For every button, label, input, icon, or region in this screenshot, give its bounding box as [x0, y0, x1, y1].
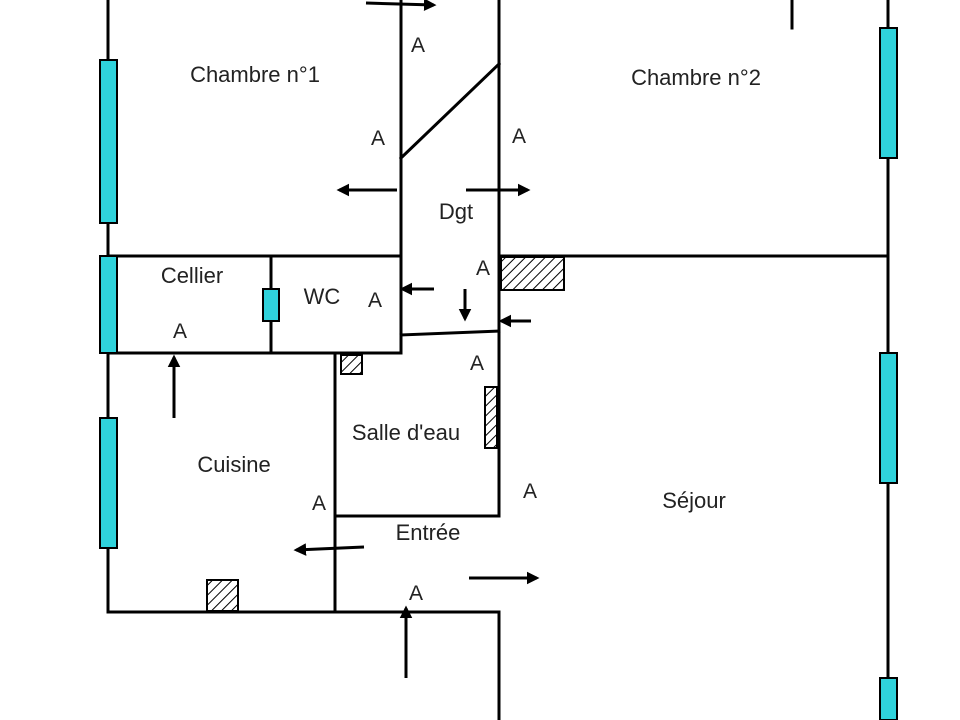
a-marker: A: [476, 257, 490, 280]
window-sejour-1: [879, 352, 898, 484]
ducts: [206, 256, 565, 612]
a-marker: A: [368, 289, 382, 312]
duct-salle-eau-top: [340, 354, 363, 375]
arrows: [167, 0, 540, 678]
room-label-cellier: Cellier: [161, 263, 223, 288]
window-sejour-2: [879, 677, 898, 720]
window-cellier: [99, 255, 118, 354]
window-cuisine: [99, 417, 118, 549]
a-marker: A: [409, 582, 423, 605]
room-labels: Chambre n°1 Chambre n°2 Dgt Cellier WC S…: [161, 62, 761, 545]
a-markers: A A A A A A A A A A: [173, 34, 537, 605]
room-label-wc: WC: [304, 284, 341, 309]
duct-salle-eau-wall: [484, 386, 498, 449]
duct-cuisine: [206, 579, 239, 612]
room-label-chambre2: Chambre n°2: [631, 65, 761, 90]
a-marker: A: [371, 127, 385, 150]
a-marker: A: [512, 125, 526, 148]
a-marker: A: [523, 480, 537, 503]
wall-dgt-south: [399, 329, 501, 337]
room-label-chambre1: Chambre n°1: [190, 62, 320, 87]
windows: [99, 27, 898, 720]
a-marker: A: [411, 34, 425, 57]
room-label-sejour: Séjour: [662, 488, 726, 513]
room-label-salle-eau: Salle d'eau: [352, 420, 460, 445]
room-label-cuisine: Cuisine: [197, 452, 270, 477]
window-wc: [262, 288, 280, 322]
room-label-dgt: Dgt: [439, 199, 473, 224]
wall-corridor-diagonal: [398, 61, 502, 161]
a-marker: A: [173, 320, 187, 343]
room-label-entree: Entrée: [396, 520, 461, 545]
a-marker: A: [312, 492, 326, 515]
arrow-top: [365, 0, 437, 12]
window-chambre1: [99, 59, 118, 224]
arrow-cuisine: [293, 543, 365, 556]
duct-dgt: [500, 256, 565, 291]
a-marker: A: [470, 352, 484, 375]
window-chambre2: [879, 27, 898, 159]
